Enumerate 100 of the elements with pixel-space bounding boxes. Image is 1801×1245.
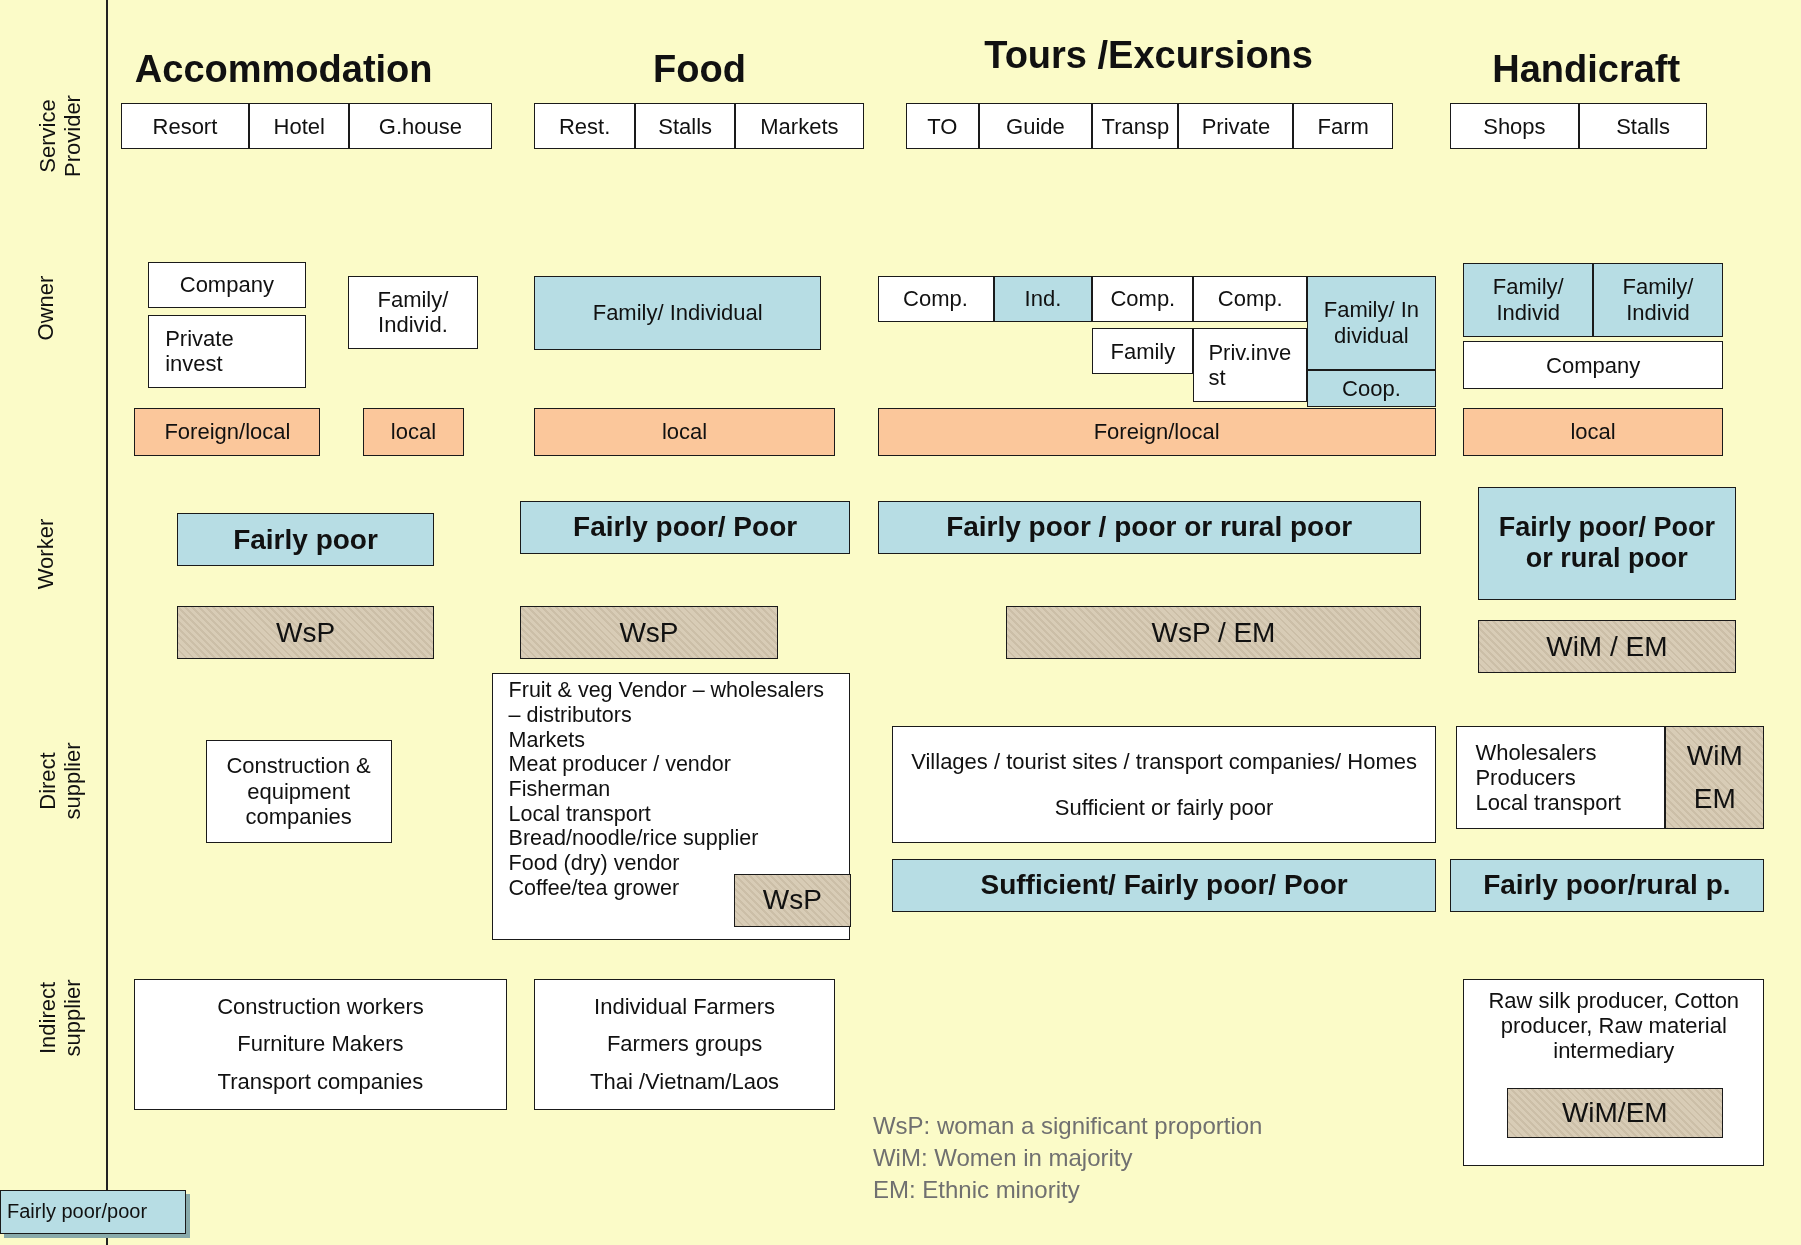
box-text: local [661, 419, 708, 445]
box [1463, 341, 1723, 390]
box-text: Sufficient/ Fairly poor/ Poor [980, 869, 1348, 902]
box-text: Fruit & veg Vendor – wholesalers – distributors [508, 678, 826, 728]
box [1092, 103, 1179, 150]
row-label: Owner [33, 274, 59, 343]
box [1193, 328, 1308, 402]
box-text: Local transport [1475, 790, 1621, 816]
box-text: Family/ Individual [592, 300, 763, 326]
box [534, 103, 636, 150]
category-box [1593, 263, 1723, 337]
column-heading: Handicraft [1492, 48, 1681, 92]
box-text: Transport companies [217, 1068, 424, 1095]
box-text: Individual Farmers [594, 993, 776, 1020]
box-text: Stalls [658, 113, 713, 139]
box [735, 103, 864, 150]
origin-box [534, 407, 835, 456]
box [877, 275, 994, 322]
box [1463, 978, 1765, 1166]
origin-box [877, 407, 1436, 456]
box [148, 261, 306, 308]
gender-ethnicity-box [1478, 620, 1736, 674]
box-text: WsP / EM [1151, 616, 1276, 649]
row-label: Indirect supplier [34, 978, 85, 1059]
box-text: Wholesalers [1475, 739, 1597, 765]
box-text: G.house [378, 113, 462, 139]
box-text: Fairly poor/ Poor or rural poor [1497, 512, 1716, 575]
gender-ethnicity-box [1506, 1087, 1723, 1139]
box-text: Sufficient or fairly poor [1054, 794, 1274, 820]
category-box [1478, 487, 1736, 600]
box-text: Company [1546, 352, 1641, 378]
box-text: Ind. [1024, 285, 1062, 312]
row-label: Worker [33, 517, 59, 591]
box-text: Construction workers [217, 993, 424, 1020]
box [120, 103, 250, 150]
box [491, 673, 850, 940]
box-text: Fairly poor/poor [7, 1200, 148, 1224]
box-text: Coffee/tea grower [508, 875, 680, 901]
gender-ethnicity-box [1665, 725, 1765, 830]
box-text: Family/ Individ [1621, 274, 1695, 326]
box [635, 103, 736, 150]
category-box [1307, 369, 1436, 407]
box [205, 739, 392, 844]
abbreviation-note: WiM: Women in majority [872, 1144, 1133, 1172]
box [134, 978, 507, 1110]
category-box [1307, 275, 1436, 370]
row-label: Direct supplier [34, 741, 85, 822]
column-heading: Accommodation [134, 48, 433, 92]
box [534, 978, 835, 1110]
box-text: Villages / tourist sites / transport companies/ Homes [911, 749, 1417, 775]
box-text: Stalls [1616, 113, 1670, 139]
box-text: WsP [619, 616, 679, 649]
category-box [534, 275, 822, 351]
box-text: Markets [508, 727, 586, 753]
origin-box [1463, 407, 1723, 456]
box [906, 103, 979, 150]
box [1178, 103, 1294, 150]
box-text: Family [1110, 338, 1176, 365]
box-text: Foreign/local [1093, 419, 1220, 445]
box-text: Transp [1101, 113, 1170, 139]
box-text: Private invest [165, 326, 235, 377]
box-text: Furniture Makers [237, 1031, 404, 1057]
box-text: WiM/EM [1561, 1096, 1668, 1129]
box-text: Foreign/local [164, 419, 291, 445]
box-text: Fairly poor/rural p. [1483, 869, 1731, 902]
box-text: Comp. [1217, 285, 1283, 312]
box-text: Construction & equipment companies [225, 753, 372, 830]
box [348, 275, 478, 350]
box-text: Food (dry) vendor [508, 851, 680, 876]
box-text: Raw silk producer, Cotton producer, Raw material intermediary [1487, 987, 1741, 1064]
box-text: Resort [152, 113, 218, 139]
category-box [993, 275, 1093, 322]
box-text: Producers [1475, 764, 1576, 791]
box [1092, 328, 1194, 375]
box [1456, 725, 1666, 830]
box [1449, 103, 1580, 150]
box [1579, 103, 1707, 150]
box-text: Shops [1483, 113, 1546, 139]
box-text: local [1570, 419, 1616, 445]
column-heading: Tours /Excursions [984, 34, 1313, 78]
box-text: local [390, 419, 437, 445]
box-text: Meat producer / vendor [508, 752, 731, 777]
gender-ethnicity-box [1006, 606, 1421, 660]
box-text: WsP [762, 884, 822, 917]
box-text: EM [1693, 783, 1736, 816]
box-text: Comp. [1110, 285, 1176, 312]
box-text: Local transport [508, 801, 651, 827]
box-text: Rest. [558, 113, 611, 139]
gender-ethnicity-box [176, 606, 435, 660]
abbreviation-note: EM: Ethnic minority [872, 1176, 1080, 1205]
box-text: Markets [760, 113, 839, 139]
gender-ethnicity-box [520, 606, 778, 660]
box-text: Family/ Individ [1491, 274, 1565, 326]
box-text: Bread/noodle/rice supplier [508, 826, 759, 852]
box-text: Fairly poor/ Poor [573, 511, 798, 544]
box-text: Thai /Vietnam/Laos [589, 1068, 780, 1095]
box-text: Coop. [1342, 375, 1401, 401]
box-text: Fairly poor / poor or rural poor [946, 511, 1353, 544]
category-box [176, 513, 435, 567]
box [1193, 275, 1308, 322]
